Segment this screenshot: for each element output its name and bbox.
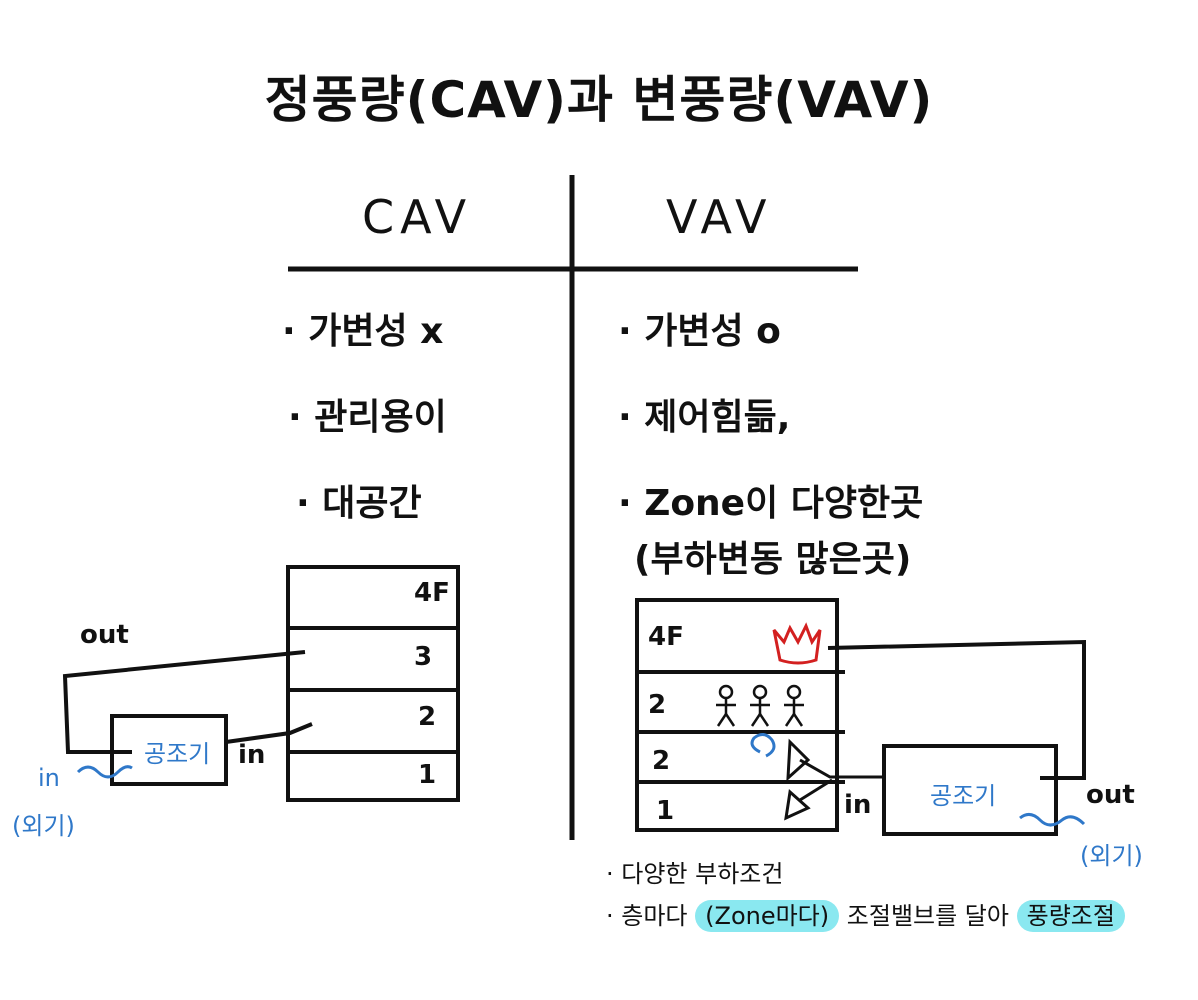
cav-outside-in-label: in — [38, 764, 60, 792]
vav-bullet-3-detail: (부하변동 많은곳) — [634, 539, 912, 580]
vav-floor-4f: 4F — [648, 622, 684, 652]
vav-ahu-label: 공조기 — [930, 782, 997, 810]
vav-ahu-box — [882, 744, 1058, 836]
vav-floor-1: 1 — [656, 796, 675, 826]
cav-bullet-2: · 관리용이 — [288, 397, 447, 438]
note-zone-valve-mid: 조절밸브를 달아 — [846, 902, 1009, 930]
vav-bullet-1: · 가변성 o — [618, 311, 781, 352]
page-title: 정풍량(CAV)과 변풍량(VAV) — [264, 71, 934, 129]
damper-icon-upper — [786, 738, 811, 782]
vav-bullet-3: · Zone이 다양한곳 — [618, 483, 924, 524]
note-airflow-highlight: 풍량조절 — [1016, 900, 1125, 932]
cav-floor-3: 3 — [414, 642, 433, 672]
cav-floor-2: 2 — [418, 702, 437, 732]
cav-floor-4f: 4F — [414, 578, 450, 608]
cav-ahu-label: 공조기 — [144, 740, 211, 768]
note-zone-highlight: (Zone마다) — [695, 900, 840, 932]
cav-column-header: CAV — [362, 190, 473, 244]
people-icon — [716, 684, 804, 727]
cav-out-label: out — [80, 620, 129, 650]
vav-supply-branch-lower — [799, 778, 833, 802]
vav-floor-3: 2 — [648, 690, 667, 720]
vav-out-label: out — [1086, 780, 1135, 810]
cav-outside-air-squiggle — [76, 765, 133, 779]
air-spiral-icon — [750, 733, 776, 758]
cav-bullet-1: · 가변성 x — [282, 311, 444, 352]
vav-column-header: VAV — [666, 190, 773, 244]
vav-return-duct — [827, 639, 1086, 780]
cav-outside-label: (외기) — [12, 812, 75, 840]
vav-outside-air-squiggle — [1019, 813, 1086, 827]
fire-icon — [772, 622, 822, 665]
cav-floor-1: 1 — [418, 760, 437, 790]
note-zone-valve: · 층마다 (Zone마다) 조절밸브를 달아 풍량조절 — [606, 896, 1125, 932]
cav-supply-duct — [225, 722, 313, 744]
vav-building — [635, 598, 845, 832]
vav-in-label: in — [844, 790, 872, 820]
vav-floor-2: 2 — [652, 746, 671, 776]
cav-in-label: in — [238, 740, 266, 770]
cav-building — [286, 565, 460, 802]
note-varied-load: · 다양한 부하조건 — [606, 860, 784, 888]
vav-outside-label: (외기) — [1080, 842, 1143, 870]
cav-return-duct — [62, 650, 306, 754]
note-zone-valve-prefix: · 층마다 — [606, 902, 688, 930]
cav-bullet-3: · 대공간 — [296, 483, 422, 524]
damper-icon-lower — [784, 789, 811, 821]
vav-supply-branch-upper — [799, 758, 884, 779]
vav-bullet-2: · 제어힘듦, — [618, 397, 791, 438]
